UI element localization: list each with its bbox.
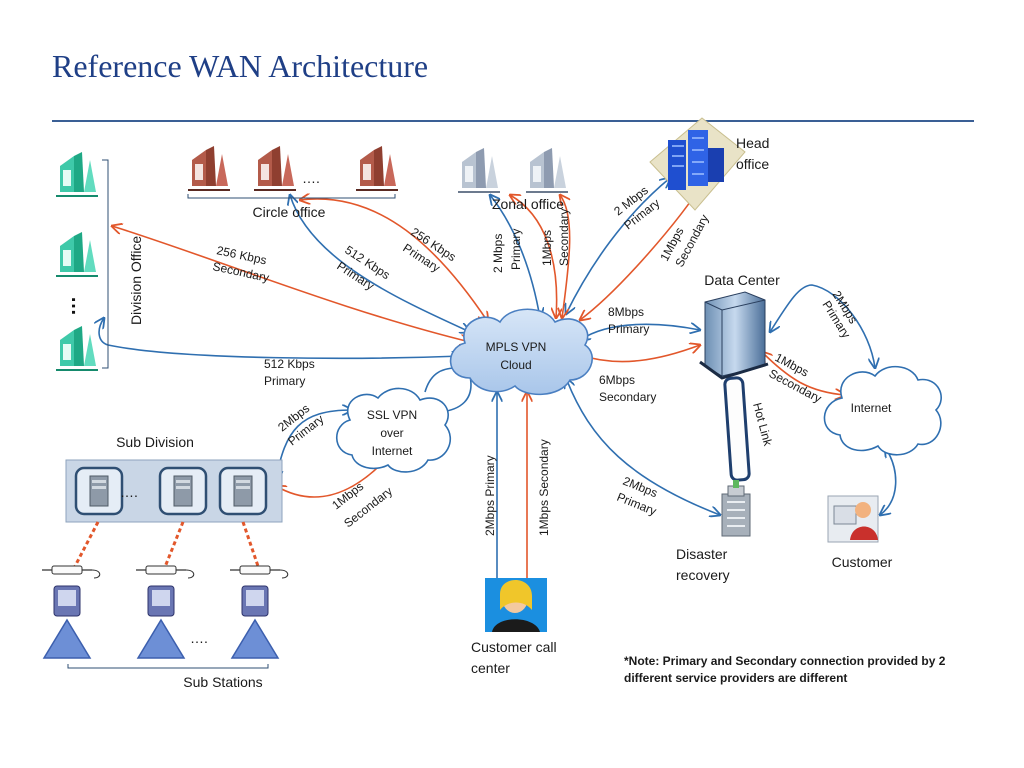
mpls-cloud-label-2: Cloud bbox=[500, 358, 531, 372]
sub-division-more: …. bbox=[120, 484, 138, 500]
sub-stations-more: …. bbox=[190, 630, 208, 646]
head-office-label: Head bbox=[736, 135, 769, 151]
zonal-secondary-label-2: Secondary bbox=[557, 209, 571, 266]
title-divider bbox=[52, 120, 974, 122]
internet-label: Internet bbox=[851, 401, 892, 415]
dc-primary-link bbox=[580, 324, 700, 340]
zonal-secondary-link bbox=[510, 195, 557, 318]
dc-secondary-label: 6Mbps bbox=[599, 373, 635, 387]
zonal-building-icon-1 bbox=[457, 147, 501, 193]
sub-stations-label: Sub Stations bbox=[183, 674, 262, 690]
division-building-icon-1 bbox=[55, 151, 99, 197]
customer-icon bbox=[827, 495, 879, 543]
internet-cloud: Internet bbox=[823, 365, 942, 456]
dc-secondary-link bbox=[580, 345, 700, 362]
call-primary-label: 2Mbps Primary bbox=[483, 455, 497, 536]
call-center-icon bbox=[485, 578, 547, 632]
ssl-cloud-label: SSL VPN bbox=[367, 408, 417, 422]
hot-link-tube bbox=[723, 376, 751, 482]
substation-icon-1 bbox=[41, 565, 101, 659]
ssl-cloud-label-2: over bbox=[380, 426, 403, 440]
substation-icon-3 bbox=[229, 565, 289, 659]
server-icon-1 bbox=[74, 466, 124, 516]
ssl-cloud: SSL VPN over Internet bbox=[336, 387, 452, 473]
division-building-icon-3 bbox=[55, 325, 99, 371]
division-secondary-link bbox=[112, 226, 470, 342]
data-center-icon bbox=[699, 291, 769, 380]
footnote: *Note: Primary and Secondary connection … bbox=[624, 654, 946, 668]
division-office-label: Division Office bbox=[128, 236, 144, 325]
zonal-office-label: Zonal office bbox=[492, 196, 564, 212]
mpls-cloud-label: MPLS VPN bbox=[486, 340, 547, 354]
server-icon-2 bbox=[158, 466, 208, 516]
dc-secondary-label-2: Secondary bbox=[599, 390, 656, 404]
head-office-label-2: office bbox=[736, 156, 769, 172]
internet-customer-link bbox=[880, 447, 897, 515]
dc-primary-label: 8Mbps bbox=[608, 305, 644, 319]
disaster-recovery-label: Disaster bbox=[676, 546, 728, 562]
division-primary-link bbox=[99, 318, 462, 358]
dc-primary-label-2: Primary bbox=[608, 322, 649, 336]
mpls-cloud: MPLS VPN Cloud bbox=[449, 308, 594, 396]
disaster-recovery-icon bbox=[721, 480, 751, 537]
circle-secondary-link bbox=[300, 199, 488, 322]
circle-office-label: Circle office bbox=[253, 204, 326, 220]
ssl-mpls-link-2 bbox=[424, 367, 457, 393]
customer-label: Customer bbox=[832, 554, 893, 570]
subdiv-secondary-link bbox=[276, 455, 390, 498]
zonal-primary-label: 2 Mbps bbox=[491, 234, 505, 273]
page-title: Reference WAN Architecture bbox=[52, 48, 429, 84]
zonal-building-icon-2 bbox=[525, 147, 569, 193]
disaster-recovery-label-2: recovery bbox=[676, 567, 730, 583]
sub-stations bbox=[41, 565, 289, 669]
circle-building-icon-1 bbox=[187, 145, 231, 191]
sub-division-panel bbox=[65, 459, 283, 523]
circle-building-icon-3 bbox=[355, 145, 399, 191]
circle-more: …. bbox=[302, 170, 320, 186]
zonal-secondary-label: 1Mbps bbox=[540, 230, 554, 266]
head-office-icon bbox=[649, 117, 746, 211]
zonal-secondary-link-2 bbox=[560, 195, 570, 318]
call-center-label: Customer call bbox=[471, 639, 557, 655]
call-center-label-2: center bbox=[471, 660, 510, 676]
server-icon-3 bbox=[218, 466, 268, 516]
footnote-2: different service providers are differen… bbox=[624, 671, 847, 685]
zonal-primary-label-2: Primary bbox=[509, 229, 523, 270]
sub-station-links bbox=[70, 521, 262, 573]
circle-building-icon-2 bbox=[253, 145, 297, 191]
hot-link-label: Hot Link bbox=[750, 401, 775, 448]
dc-internet-primary-link bbox=[770, 284, 875, 368]
division-more: … bbox=[67, 296, 89, 316]
data-center-label: Data Center bbox=[704, 272, 780, 288]
dr-primary-link bbox=[566, 378, 720, 515]
dc-internet-secondary-link bbox=[762, 352, 845, 395]
division-building-icon-2 bbox=[55, 231, 99, 277]
sub-division-label: Sub Division bbox=[116, 434, 194, 450]
division-primary-label-2: Primary bbox=[264, 374, 305, 388]
call-secondary-label: 1Mbps Secondary bbox=[537, 439, 551, 536]
division-office-icons bbox=[55, 151, 109, 371]
division-primary-label: 512 Kbps bbox=[264, 357, 315, 371]
ssl-cloud-label-3: Internet bbox=[372, 444, 413, 458]
substation-icon-2 bbox=[135, 565, 195, 659]
zonal-office-icons bbox=[457, 147, 569, 193]
circle-office-icons bbox=[187, 145, 399, 199]
